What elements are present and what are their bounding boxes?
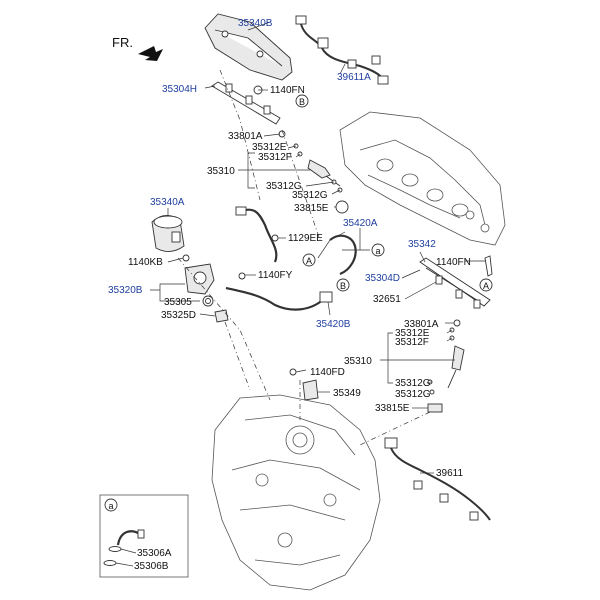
label-39611: 39611	[436, 468, 464, 479]
label-39611a: 39611A	[337, 72, 371, 83]
label-1129ee: 1129EE	[288, 233, 323, 244]
ref-marker-a-big-mid	[302, 253, 316, 267]
label-35340a: 35340A	[150, 197, 185, 208]
pump-cover-35340a	[151, 215, 185, 252]
guide-line	[281, 129, 321, 241]
label-35312g-a2: 35312G	[292, 190, 328, 201]
label-35340b: 35340B	[238, 18, 273, 29]
label-35305: 35305	[164, 297, 192, 308]
label-32651: 32651	[373, 294, 401, 305]
label-35306b: 35306B	[134, 561, 169, 572]
label-35306a: 35306A	[137, 548, 172, 559]
label-35420a: 35420A	[343, 218, 378, 229]
label-35349: 35349	[333, 388, 361, 399]
label-33815e-b: 33815E	[375, 403, 410, 414]
label-35304h: 35304H	[162, 84, 197, 95]
guide-line	[224, 321, 251, 391]
label-35312e-b: 35312E	[395, 328, 430, 339]
label-1140fn-a: 1140FN	[270, 85, 305, 96]
label-35325d: 35325D	[161, 310, 196, 321]
inset-box-a: a 35306A 35306B	[99, 494, 189, 578]
injector-lower	[427, 319, 465, 413]
ref-marker-b-top	[295, 94, 309, 108]
label-1140fy: 1140FY	[258, 270, 293, 281]
cylinder-head-upper	[339, 111, 506, 246]
ref-marker-b-mid	[336, 278, 350, 292]
label-35304d: 35304D	[365, 273, 400, 284]
wiring-harness-39611	[384, 437, 491, 521]
label-35312f-b: 35312F	[395, 337, 429, 348]
direction-label: FR.	[112, 35, 133, 50]
label-33801a-b: 33801A	[404, 319, 439, 330]
guide-line	[219, 69, 261, 201]
wiring-harness-39611a	[295, 15, 389, 85]
guide-line	[359, 411, 431, 446]
leader-lines	[150, 21, 486, 474]
label-35312e-a: 35312E	[252, 142, 287, 153]
ref-marker-a-mid-label: a	[375, 246, 380, 256]
ref-marker-a-right-label: A	[483, 281, 489, 291]
ref-marker-a-mid	[371, 243, 385, 257]
fuel-pipes	[225, 206, 357, 311]
label-1140fn-b: 1140FN	[436, 257, 471, 268]
fuel-rail-35304d	[419, 255, 493, 309]
label-1140kb: 1140KB	[128, 257, 163, 268]
label-35310-a: 35310	[207, 166, 235, 177]
label-1140fd: 1140FD	[310, 367, 345, 378]
ref-marker-a-right	[479, 278, 493, 292]
bracket-35349	[289, 368, 319, 401]
label-33815e-a: 33815E	[294, 203, 329, 214]
fuel-pump-35320b	[182, 254, 229, 323]
label-35312g-b2: 35312G	[395, 389, 431, 400]
ref-marker-b-top-label: B	[299, 97, 305, 107]
label-35312g-a1: 35312G	[266, 181, 302, 192]
guide-line	[177, 257, 271, 401]
engine-block-lower	[211, 394, 381, 591]
inset-marker-label: a	[108, 501, 113, 511]
engine-cover-35340b	[204, 13, 293, 81]
label-35420b: 35420B	[316, 319, 351, 330]
label-35320b: 35320B	[108, 285, 143, 296]
ref-marker-a-big-mid-label: A	[306, 256, 312, 266]
label-35312g-b1: 35312G	[395, 378, 431, 389]
label-33801a-a: 33801A	[228, 131, 263, 142]
front-arrow-icon	[138, 46, 163, 61]
label-35342: 35342	[408, 239, 436, 250]
ref-marker-b-mid-label: B	[340, 281, 346, 291]
label-35312f-a: 35312F	[258, 152, 292, 163]
label-35310-b: 35310	[344, 356, 372, 367]
